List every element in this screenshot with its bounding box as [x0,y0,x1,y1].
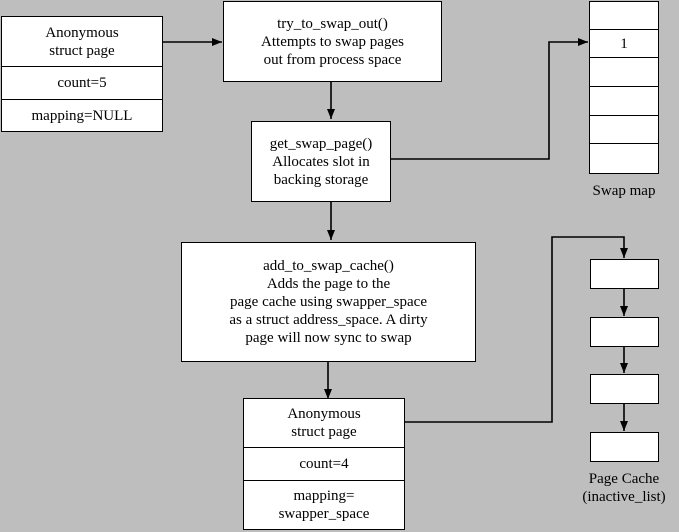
anon-page-top-title-line-2: struct page [49,42,115,59]
try-to-swap-out-box: try_to_swap_out() Attempts to swap pages… [223,1,442,82]
add-to-swap-cache-box: add_to_swap_cache() Adds the page to the… [181,242,476,362]
get-swap-page-line-1: get_swap_page() [269,135,373,152]
swap-map-slot-value: 1 [620,35,628,52]
swap-map-slot [589,115,659,145]
page-cache-label-line-2: (inactive_list) [582,489,666,505]
try-to-swap-out-line-3: out from process space [263,51,402,68]
page-cache-label-line-1: Page Cache [588,471,660,487]
anon-page-bottom-count: count=4 [299,456,349,472]
page-cache-page [590,317,659,347]
anon-page-bottom-mapping-line-2: swapper_space [278,506,370,522]
anon-page-bottom-mapping-line-1: mapping= [293,488,355,504]
swap-map-slot [589,1,659,31]
swap-map-slot [589,86,659,117]
swap-map-slot [589,57,659,88]
swap-map-label: Swap map [592,183,656,199]
add-to-swap-cache-line-5: page will now sync to swap [245,330,412,346]
add-to-swap-cache-line-2: Adds the page to the [266,276,391,292]
get-swap-page-line-2: Allocates slot in [272,153,370,170]
get-swap-page-line-3: backing storage [273,171,369,188]
page-cache-label: Page Cache (inactive_list) [570,470,678,506]
try-to-swap-out-line-2: Attempts to swap pages [261,33,404,50]
anon-struct-page-top: Anonymous struct page count=5 mapping=NU… [1,16,163,132]
add-to-swap-cache-line-1: add_to_swap_cache() [263,258,394,274]
anon-struct-page-bottom: Anonymous struct page count=4 mapping= s… [243,398,405,530]
swap-map-slot: 1 [589,29,659,59]
add-to-swap-cache-line-3: page cache using swapper_space [230,294,427,310]
anon-page-top-mapping: mapping=NULL [31,107,133,124]
try-to-swap-out-line-1: try_to_swap_out() [277,15,388,32]
anon-page-bottom-title-line-2: struct page [291,424,357,440]
page-cache-page [590,374,659,404]
anon-page-top-title-line-1: Anonymous [45,24,119,41]
get-swap-page-box: get_swap_page() Allocates slot in backin… [251,121,391,202]
anon-page-bottom-title-line-1: Anonymous [287,406,361,422]
anon-page-top-count: count=5 [57,75,107,91]
arrow-get-swap-page-to-swap-map [391,38,588,160]
add-to-swap-cache-line-4: as a struct address_space. A dirty [229,312,428,328]
swap-map-slot [589,143,659,174]
page-cache-page [590,259,659,289]
arrow-anon-page-to-page-cache [405,236,628,423]
page-cache-page [590,432,659,462]
